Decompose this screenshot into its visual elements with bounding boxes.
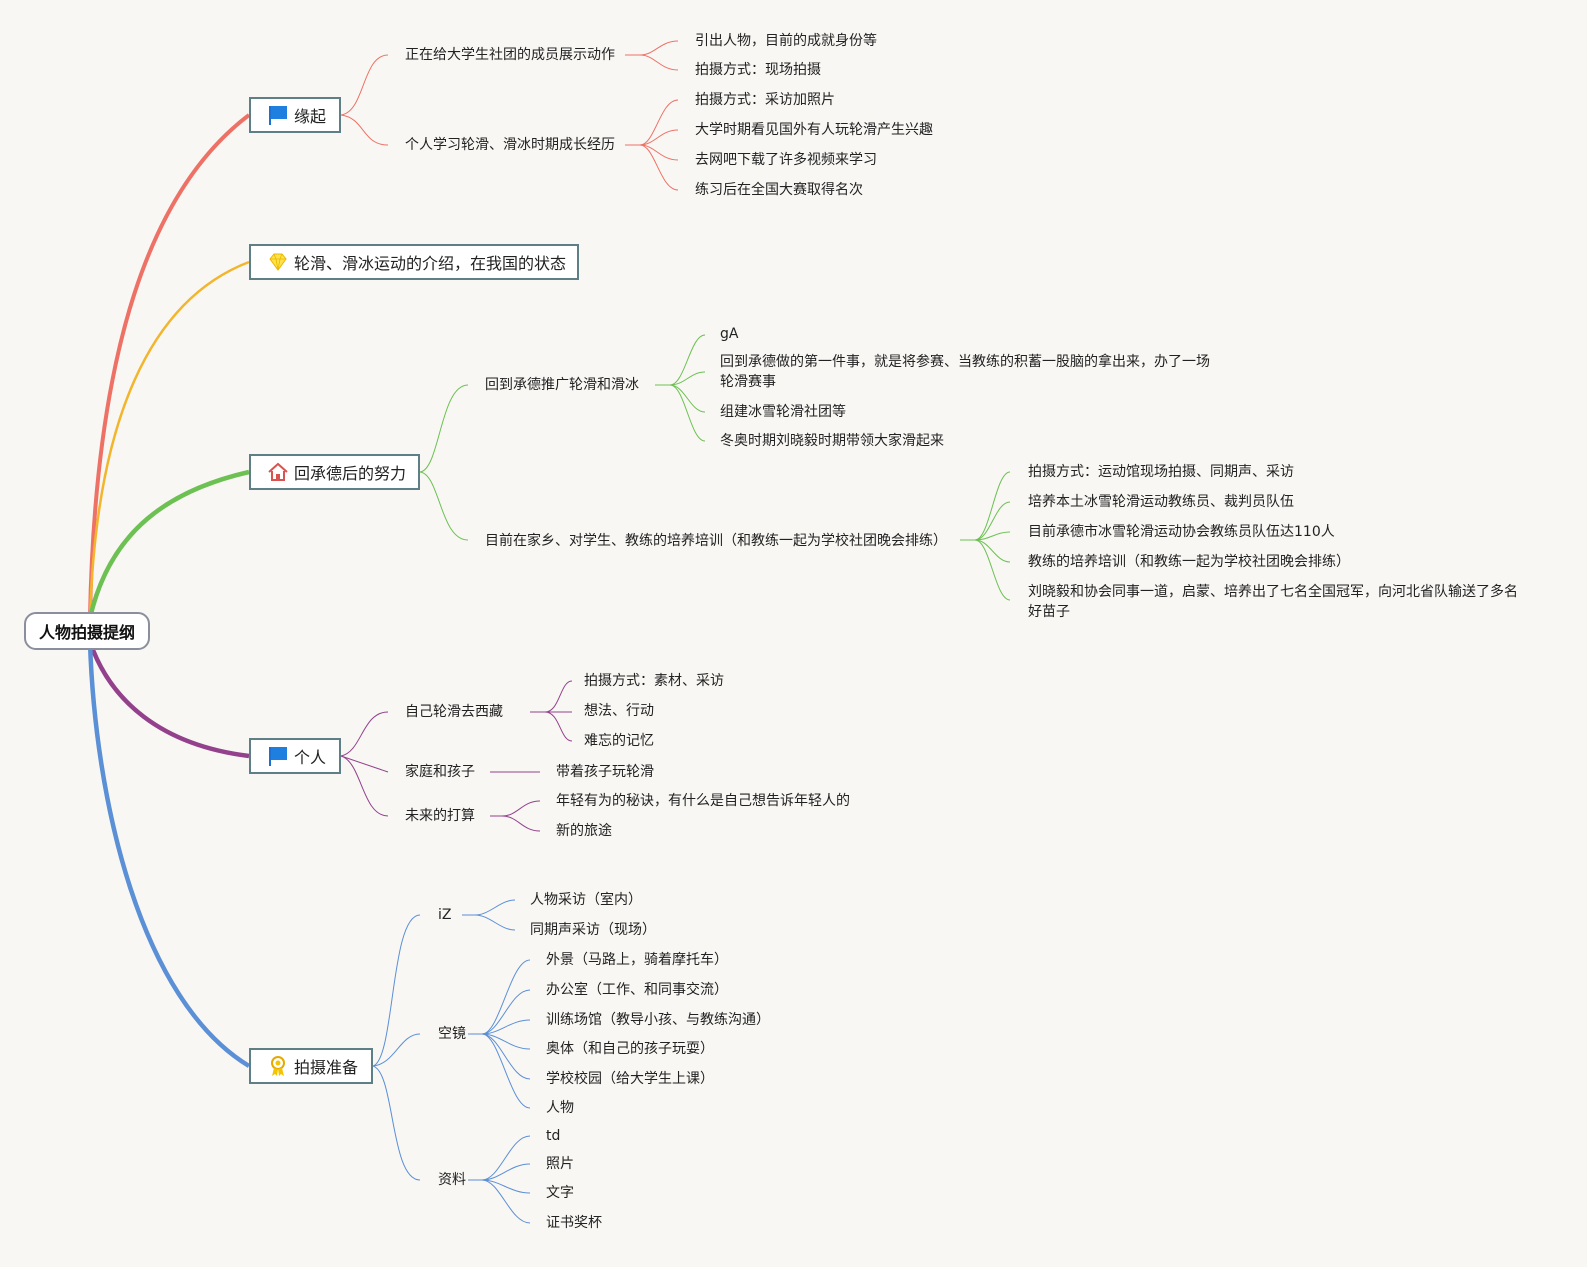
effort-child-2[interactable]: 目前在家乡、对学生、教练的培养培训（和教练一起为学校社团晚会排练） xyxy=(485,533,947,549)
personal-child-1-2[interactable]: 想法、行动 xyxy=(584,703,654,719)
personal-child-2-1[interactable]: 带着孩子玩轮滑 xyxy=(556,764,654,780)
personal-child-1-3[interactable]: 难忘的记忆 xyxy=(584,733,654,749)
intro-label: 轮滑、滑冰运动的介绍，在我国的状态 xyxy=(294,254,567,273)
trunk-prep xyxy=(87,641,251,1068)
prep-child-1-2[interactable]: 同期声采访（现场） xyxy=(530,922,656,938)
origin-child-2-4[interactable]: 练习后在全国大赛取得名次 xyxy=(695,182,863,198)
effort-child-2-5[interactable]: 刘晓毅和协会同事一道，启蒙、培养出了七名全国冠军，向河北省队输送了多名好苗子 xyxy=(1028,584,1518,620)
prep-child-3-3[interactable]: 文字 xyxy=(546,1185,574,1201)
blue-flag-icon xyxy=(267,104,289,126)
personal-child-1-1[interactable]: 拍摄方式：素材、采访 xyxy=(584,673,724,689)
origin-child-2-1[interactable]: 拍摄方式：采访加照片 xyxy=(695,92,835,108)
prep-child-3-2[interactable]: 照片 xyxy=(546,1156,574,1172)
effort-child-1-3[interactable]: 组建冰雪轮滑社团等 xyxy=(720,404,846,420)
effort-child-2-3[interactable]: 目前承德市冰雪轮滑运动协会教练员队伍达110人 xyxy=(1028,524,1335,540)
trunk-effort xyxy=(87,469,250,619)
prep-child-1[interactable]: iZ xyxy=(438,907,452,923)
root-label: 人物拍摄提纲 xyxy=(38,623,135,642)
blue-flag-icon xyxy=(267,745,289,767)
award-ribbon-icon xyxy=(267,1055,289,1077)
effort-child-1-1[interactable]: gA xyxy=(720,326,739,342)
effort-child-2-1[interactable]: 拍摄方式：运动馆现场拍摄、同期声、采访 xyxy=(1028,464,1294,480)
node-origin[interactable]: 缘起 xyxy=(249,97,341,133)
personal-child-3[interactable]: 未来的打算 xyxy=(405,808,475,824)
personal-child-3-1[interactable]: 年轻有为的秘诀，有什么是自己想告诉年轻人的 xyxy=(556,793,850,809)
effort-child-1-4[interactable]: 冬奥时期刘晓毅时期带领大家滑起来 xyxy=(720,433,944,449)
prep-child-2-3[interactable]: 训练场馆（教导小孩、与教练沟通） xyxy=(546,1012,770,1028)
origin-child-2-2[interactable]: 大学时期看见国外有人玩轮滑产生兴趣 xyxy=(695,122,933,138)
prep-child-2-4[interactable]: 奥体（和自己的孩子玩耍） xyxy=(546,1041,714,1057)
origin-child-2[interactable]: 个人学习轮滑、滑冰时期成长经历 xyxy=(405,137,615,153)
effort-child-2-4[interactable]: 教练的培养培训（和教练一起为学校社团晚会排练） xyxy=(1028,554,1350,570)
node-personal[interactable]: 个人 xyxy=(249,738,341,774)
trunk-origin xyxy=(88,113,251,619)
prep-label: 拍摄准备 xyxy=(294,1058,359,1077)
house-icon xyxy=(267,461,289,483)
node-prep[interactable]: 拍摄准备 xyxy=(249,1048,373,1084)
trunk-intro xyxy=(88,260,250,619)
origin-child-1-2[interactable]: 拍摄方式：现场拍摄 xyxy=(695,62,821,78)
prep-child-3[interactable]: 资料 xyxy=(438,1172,466,1188)
personal-child-3-2[interactable]: 新的旅途 xyxy=(556,823,612,839)
root-node[interactable]: 人物拍摄提纲 xyxy=(24,612,150,650)
effort-child-1[interactable]: 回到承德推广轮滑和滑冰 xyxy=(485,377,639,393)
origin-child-1-1[interactable]: 引出人物，目前的成就身份等 xyxy=(695,33,877,49)
prep-child-2[interactable]: 空镜 xyxy=(438,1026,466,1042)
prep-child-2-2[interactable]: 办公室（工作、和同事交流） xyxy=(546,982,728,998)
diamond-icon xyxy=(267,251,289,273)
origin-child-2-3[interactable]: 去网吧下载了许多视频来学习 xyxy=(695,152,877,168)
node-intro[interactable]: 轮滑、滑冰运动的介绍，在我国的状态 xyxy=(249,244,579,280)
prep-child-2-6[interactable]: 人物 xyxy=(546,1100,574,1116)
prep-child-2-5[interactable]: 学校校园（给大学生上课） xyxy=(546,1071,714,1087)
prep-child-3-1[interactable]: td xyxy=(546,1128,561,1144)
trunk-personal xyxy=(87,641,250,759)
origin-label: 缘起 xyxy=(294,107,327,126)
origin-child-1[interactable]: 正在给大学生社团的成员展示动作 xyxy=(405,47,615,63)
prep-child-1-1[interactable]: 人物采访（室内） xyxy=(530,892,642,908)
prep-child-2-1[interactable]: 外景（马路上，骑着摩托车） xyxy=(546,952,728,968)
personal-child-1[interactable]: 自己轮滑去西藏 xyxy=(405,704,503,720)
personal-label: 个人 xyxy=(294,748,327,767)
effort-child-1-2[interactable]: 回到承德做的第一件事，就是将参赛、当教练的积蓄一股脑的拿出来，办了一场轮滑赛事 xyxy=(720,354,1210,390)
effort-label: 回承德后的努力 xyxy=(294,464,407,483)
personal-child-2[interactable]: 家庭和孩子 xyxy=(405,764,475,780)
node-effort[interactable]: 回承德后的努力 xyxy=(249,454,420,490)
effort-child-2-2[interactable]: 培养本土冰雪轮滑运动教练员、裁判员队伍 xyxy=(1028,494,1294,510)
prep-child-3-4[interactable]: 证书奖杯 xyxy=(546,1215,602,1231)
